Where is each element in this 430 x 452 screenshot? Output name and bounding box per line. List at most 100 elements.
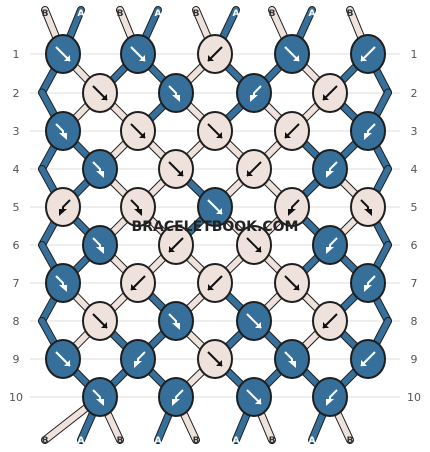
knot	[197, 263, 233, 303]
knot	[82, 73, 118, 113]
bottom-strand-label: B	[117, 436, 124, 446]
knot	[197, 187, 233, 227]
row-label-left: 3	[13, 125, 20, 138]
top-strand-label: B	[193, 9, 200, 19]
knot	[236, 225, 272, 265]
bottom-strand-label: B	[42, 436, 49, 446]
top-strand-label: B	[117, 9, 124, 19]
knot	[312, 301, 348, 341]
bottom-strand-label: A	[78, 436, 85, 446]
knot	[236, 377, 272, 417]
row-label-left: 1	[13, 48, 20, 61]
knot-arrowhead	[131, 284, 137, 290]
knot-arrowhead	[64, 55, 70, 61]
knot-arrowhead	[139, 55, 145, 61]
watermark-text: BRACELETBOOK.COM	[132, 219, 299, 235]
row-label-right: 9	[411, 353, 418, 366]
knot	[197, 339, 233, 379]
knot-arrowhead	[285, 132, 291, 138]
knot	[82, 377, 118, 417]
bottom-strand-label: A	[309, 436, 316, 446]
knot-arrowhead	[255, 246, 261, 252]
bottom-strand-label: B	[269, 436, 276, 446]
knot	[274, 263, 310, 303]
knot-arrowhead	[288, 361, 296, 368]
knot-arrowhead	[323, 322, 329, 328]
row-label-left: 6	[13, 239, 20, 252]
knot	[158, 149, 194, 189]
knot	[236, 73, 272, 113]
knot	[45, 111, 81, 151]
knot-arrowhead	[216, 132, 222, 138]
knot	[350, 263, 386, 303]
knot-arrowhead	[326, 247, 334, 254]
row-label-right: 4	[411, 163, 418, 176]
knot-arrowhead	[172, 95, 180, 102]
knot-arrowhead	[96, 171, 104, 178]
knot	[312, 225, 348, 265]
knot-arrowhead	[364, 209, 372, 216]
knot-arrowhead	[255, 322, 261, 328]
row-label-right: 2	[411, 87, 418, 100]
knot-arrowhead	[288, 209, 296, 216]
knot-arrowhead	[59, 209, 67, 216]
bottom-strand-label: B	[193, 436, 200, 446]
knot	[158, 377, 194, 417]
knot	[274, 34, 310, 74]
knot	[120, 111, 156, 151]
knot-arrowhead	[59, 285, 67, 292]
knot-arrowhead	[208, 284, 214, 290]
knot	[82, 225, 118, 265]
knot	[82, 301, 118, 341]
knot	[82, 149, 118, 189]
bottom-strand-label: A	[155, 436, 162, 446]
knot	[120, 34, 156, 74]
knot	[312, 73, 348, 113]
knot-arrowhead	[293, 284, 299, 290]
knot-arrowhead	[361, 55, 367, 61]
row-label-left: 10	[9, 391, 23, 404]
top-strand-label: A	[78, 9, 85, 19]
knot	[274, 187, 310, 227]
knot	[197, 34, 233, 74]
knot	[197, 111, 233, 151]
row-label-left: 7	[13, 277, 20, 290]
knot-arrowhead	[216, 360, 222, 366]
row-label-left: 8	[13, 315, 20, 328]
row-label-left: 9	[13, 353, 20, 366]
knot-arrowhead	[64, 360, 70, 366]
knot-arrowhead	[361, 360, 367, 366]
knot-arrowhead	[101, 322, 107, 328]
knot	[158, 225, 194, 265]
knot-arrowhead	[101, 94, 107, 100]
knot-arrowhead	[172, 323, 180, 330]
top-strand-label: B	[269, 9, 276, 19]
knot-arrowhead	[326, 399, 334, 406]
knot-arrowhead	[250, 95, 258, 102]
knot-arrowhead	[323, 94, 329, 100]
row-label-right: 1	[411, 48, 418, 61]
knot-arrowhead	[96, 247, 104, 254]
knot-arrowhead	[134, 209, 142, 216]
knot	[312, 149, 348, 189]
knot-arrowhead	[177, 170, 183, 176]
knot-arrowhead	[134, 361, 142, 368]
row-label-left: 4	[13, 163, 20, 176]
row-label-left: 2	[13, 87, 20, 100]
knot	[45, 34, 81, 74]
top-strand-label: B	[347, 9, 354, 19]
knot-arrowhead	[293, 55, 299, 61]
knot-arrowhead	[139, 132, 145, 138]
knot	[274, 339, 310, 379]
knot	[350, 34, 386, 74]
knot-arrowhead	[96, 399, 104, 406]
row-label-left: 5	[13, 201, 20, 214]
knot	[312, 377, 348, 417]
knot	[158, 301, 194, 341]
knot	[158, 73, 194, 113]
bottom-strand-label: A	[233, 436, 240, 446]
knot	[350, 339, 386, 379]
knot-arrowhead	[169, 246, 175, 252]
